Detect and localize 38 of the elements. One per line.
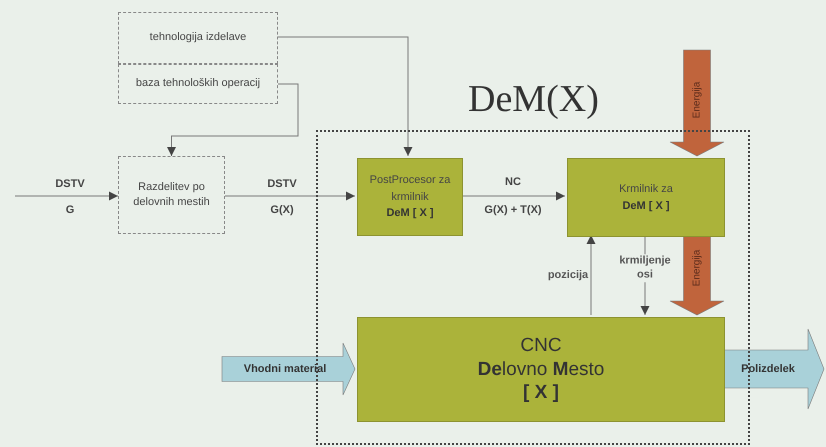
box-label: DeM [ X ] [386, 206, 434, 222]
box-label: baza tehnoloških operacij [134, 76, 262, 92]
arrow-label: Vhodni material [244, 362, 326, 377]
block-arrow [222, 342, 356, 396]
signal-label: G [66, 202, 74, 218]
block-arrow [670, 234, 724, 316]
box-label: Krmilnik za [618, 182, 674, 197]
box-label: [ X ] [523, 381, 559, 406]
frame-title: DeM(X) [468, 80, 599, 118]
box-label: Delovno Mesto [478, 358, 604, 382]
box-label: Razdelitev po delovnih mestih [132, 180, 211, 210]
arrow-label: Polizdelek [741, 362, 795, 377]
arrow [278, 36, 412, 156]
block-arrow [670, 50, 724, 156]
box-label: DeM [ X ] [622, 198, 670, 214]
process-box [357, 158, 463, 236]
edge-label: DSTV [267, 176, 297, 192]
arrow [167, 84, 298, 156]
process-box [357, 317, 725, 422]
edge-label: DSTV [55, 176, 85, 192]
signal-label: G(X) + T(X) [484, 202, 542, 218]
box-label: PostProcesor za krmilnik [368, 173, 452, 205]
arrow-label: Energija [690, 82, 704, 118]
box-label: tehnologija izdelave [148, 30, 248, 46]
block-arrow [722, 328, 824, 410]
arrow-label: Energija [690, 250, 704, 286]
arrow [224, 192, 356, 200]
arrow [586, 234, 596, 316]
process-box [118, 156, 225, 234]
edge-label: pozicija [548, 268, 588, 283]
signal-label: G(X) [270, 202, 294, 218]
arrow [14, 192, 118, 200]
edge-label: NC [505, 174, 521, 190]
process-box [118, 12, 278, 64]
edge-label: krmiljenje osi [619, 254, 671, 282]
box-label: CNC [520, 334, 562, 358]
process-box [567, 158, 725, 237]
process-box [118, 64, 278, 104]
